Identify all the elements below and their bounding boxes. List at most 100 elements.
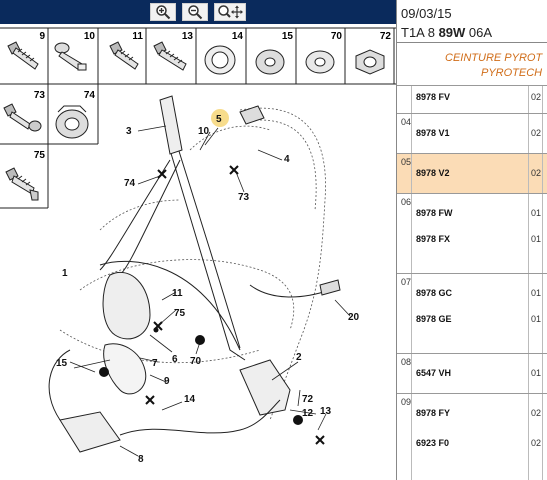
callout-label[interactable]: 14 [184,394,196,405]
code-bold: 89W [438,25,466,40]
buckle [239,359,291,416]
callout-label[interactable]: 10 [198,126,210,137]
height-adjuster [159,95,183,155]
table-row[interactable]: 08 6547 VH 01 [397,353,547,393]
part-reference[interactable]: 8978 FV [416,92,451,102]
part-quantity: 01 [531,208,542,218]
column-divider [411,354,412,393]
grid-label: 72 [380,31,392,42]
diagram-panel: 9 10 11 13 14 15 70 72 73 74 75 [0,0,396,465]
column-divider [528,354,529,393]
callout-label[interactable]: 11 [172,288,183,299]
retractor [102,272,151,340]
part-reference[interactable]: 8978 GE [416,314,452,324]
callout-label[interactable]: 73 [238,192,250,203]
zoom-out-button[interactable] [182,3,208,21]
bolt-icon [54,42,87,71]
part-reference[interactable]: 8978 V2 [416,168,450,178]
seat-outline [189,125,271,151]
cross-marker [229,165,239,175]
row-index: 08 [401,357,412,367]
grommet-icon [204,45,236,75]
column-divider [542,154,543,193]
callout-label[interactable]: 7 [152,358,158,369]
column-divider [542,114,543,153]
part-reference[interactable]: 8978 GC [416,288,453,298]
row-index: 07 [401,277,412,287]
belt-strap [177,147,241,349]
callout-label[interactable]: 75 [174,308,186,319]
grid-label: 74 [84,90,96,101]
callout-label[interactable]: 15 [56,358,68,369]
header-code: T1A 8 89W 06A [401,25,492,40]
cross-marker [145,395,155,405]
cap-nut-icon [55,105,89,139]
parts-list-panel: 09/03/15 T1A 8 89W 06A CEINTURE PYROT PY… [396,0,547,480]
part-quantity: 01 [531,368,542,378]
part-reference[interactable]: 6547 VH [416,368,452,378]
row-index: 09 [401,397,412,407]
column-divider [528,154,529,193]
column-divider [411,394,412,480]
part-quantity: 01 [531,314,542,324]
part-reference[interactable]: 8978 FX [416,234,451,244]
pan-button[interactable] [214,3,246,21]
column-divider [528,194,529,273]
column-divider [542,194,543,273]
part-quantity: 01 [531,234,542,244]
washer-icon [305,50,335,74]
belt-strap [99,159,171,271]
callout-label[interactable]: 1 [62,268,68,279]
callout-label[interactable]: 12 [302,408,314,419]
zoom-in-button[interactable] [150,3,176,21]
callout-label[interactable]: 70 [190,356,202,367]
belt-strap [119,159,181,276]
grid-label: 75 [34,150,46,161]
callout-label[interactable]: 4 [284,154,290,165]
header-divider [397,42,547,43]
callout-label[interactable]: 9 [164,376,170,387]
magnifier-minus-icon [188,5,203,20]
spacer-icon [255,49,285,75]
belt-strap [169,149,246,361]
part-reference[interactable]: 6923 F0 [416,438,450,448]
part-quantity: 02 [531,438,542,448]
selected-callout-highlight [211,109,229,127]
part-quantity: 02 [531,92,542,102]
cross-marker [157,169,167,179]
cross-marker [315,435,325,445]
callout-label[interactable]: 13 [320,406,332,417]
callout-label[interactable]: 3 [126,126,132,137]
seat-outline [79,259,294,331]
fixing-point-marker [293,415,303,425]
grid-label: 14 [232,31,244,42]
grid-label: 10 [84,31,96,42]
column-divider [528,114,529,153]
pretensioner-cable [249,284,331,298]
column-divider [528,86,529,113]
bolt-icon [5,167,39,201]
code-suffix: 06A [465,25,493,40]
part-quantity: 02 [531,168,542,178]
part-reference[interactable]: 8978 V1 [416,128,450,138]
callout-label[interactable]: 8 [138,454,144,465]
callout-label[interactable]: 5 [216,114,222,125]
callout-label[interactable]: 20 [348,312,360,323]
header-date: 09/03/15 [401,6,452,21]
callout-label[interactable]: 6 [172,354,178,365]
callout-label[interactable]: 74 [124,178,136,189]
callout-label[interactable]: 2 [296,352,302,363]
column-divider [411,194,412,273]
table-row[interactable]: 8978 FV 02 [397,85,547,113]
table-row[interactable]: 07 8978 GC 01 8978 GE 01 [397,273,547,353]
cross-marker [153,321,163,331]
bolt-icon [153,41,187,71]
callout-label[interactable]: 72 [302,394,314,405]
part-quantity: 01 [531,288,542,298]
part-reference[interactable]: 8978 FW [416,208,453,218]
part-reference[interactable]: 8978 FY [416,408,451,418]
